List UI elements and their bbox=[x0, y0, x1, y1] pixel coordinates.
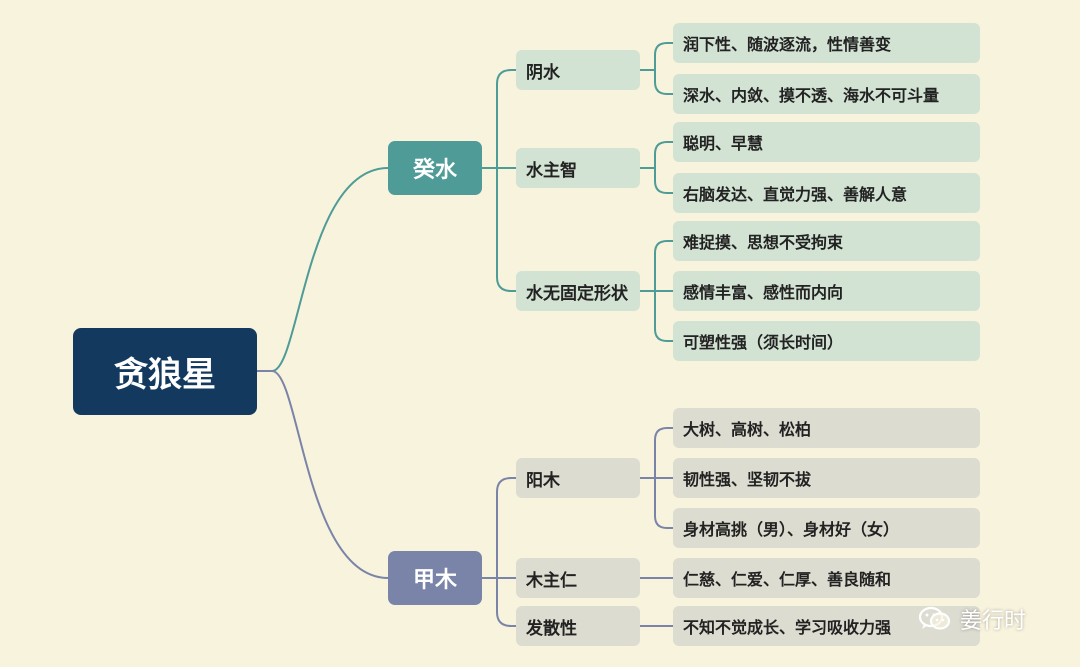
sub-node-water-2: 水主智 bbox=[516, 148, 640, 188]
leaf-node-wood-1-2: 韧性强、坚韧不拔 bbox=[673, 458, 980, 498]
wechat-icon bbox=[918, 605, 952, 633]
link-water-sub1 bbox=[496, 69, 516, 168]
leaf-node-water-1-2: 深水、内敛、摸不透、海水不可斗量 bbox=[673, 74, 980, 114]
link-water-s3-l3 bbox=[654, 291, 673, 342]
sub-node-water-3: 水无固定形状 bbox=[516, 271, 640, 311]
link-wood-sub1 bbox=[496, 477, 516, 578]
watermark: 姜行时 bbox=[918, 598, 1026, 640]
branch-node-water: 癸水 bbox=[388, 141, 482, 195]
branch-node-wood: 甲木 bbox=[388, 551, 482, 605]
link-water-sub3 bbox=[496, 168, 516, 292]
leaf-node-wood-1-1: 大树、高树、松柏 bbox=[673, 408, 980, 448]
leaf-node-water-3-2: 感情丰富、感性而内向 bbox=[673, 271, 980, 311]
link-water-s3-l1 bbox=[654, 240, 673, 291]
link-wood-s1-l1 bbox=[654, 427, 673, 478]
leaf-node-wood-1-3: 身材高挑（男）、身材好（女） bbox=[673, 508, 980, 548]
watermark-text: 姜行时 bbox=[960, 609, 1027, 634]
link-root-water bbox=[257, 167, 389, 372]
link-water-s2-l2 bbox=[654, 168, 673, 194]
sub-node-wood-3: 发散性 bbox=[516, 606, 640, 646]
leaf-node-water-1-1: 润下性、随波逐流，性情善变 bbox=[673, 23, 980, 63]
link-wood-s1-l3 bbox=[654, 478, 673, 529]
leaf-node-wood-2-1: 仁慈、仁爱、仁厚、善良随和 bbox=[673, 558, 980, 598]
leaf-node-water-3-3: 可塑性强（须长时间） bbox=[673, 321, 980, 361]
leaf-node-water-2-1: 聪明、早慧 bbox=[673, 122, 980, 162]
sub-node-water-1: 阴水 bbox=[516, 50, 640, 90]
sub-node-wood-2: 木主仁 bbox=[516, 558, 640, 598]
leaf-node-water-2-2: 右脑发达、直觉力强、善解人意 bbox=[673, 173, 980, 213]
leaf-node-water-3-1: 难捉摸、思想不受拘束 bbox=[673, 221, 980, 261]
link-root-wood bbox=[257, 370, 389, 579]
sub-node-wood-1: 阳木 bbox=[516, 458, 640, 498]
link-water-s1-l2 bbox=[654, 70, 673, 95]
link-water-s1-l1 bbox=[654, 42, 673, 70]
link-wood-sub3 bbox=[496, 578, 516, 627]
root-node: 贪狼星 bbox=[73, 328, 257, 415]
link-water-s2-l1 bbox=[654, 141, 673, 168]
